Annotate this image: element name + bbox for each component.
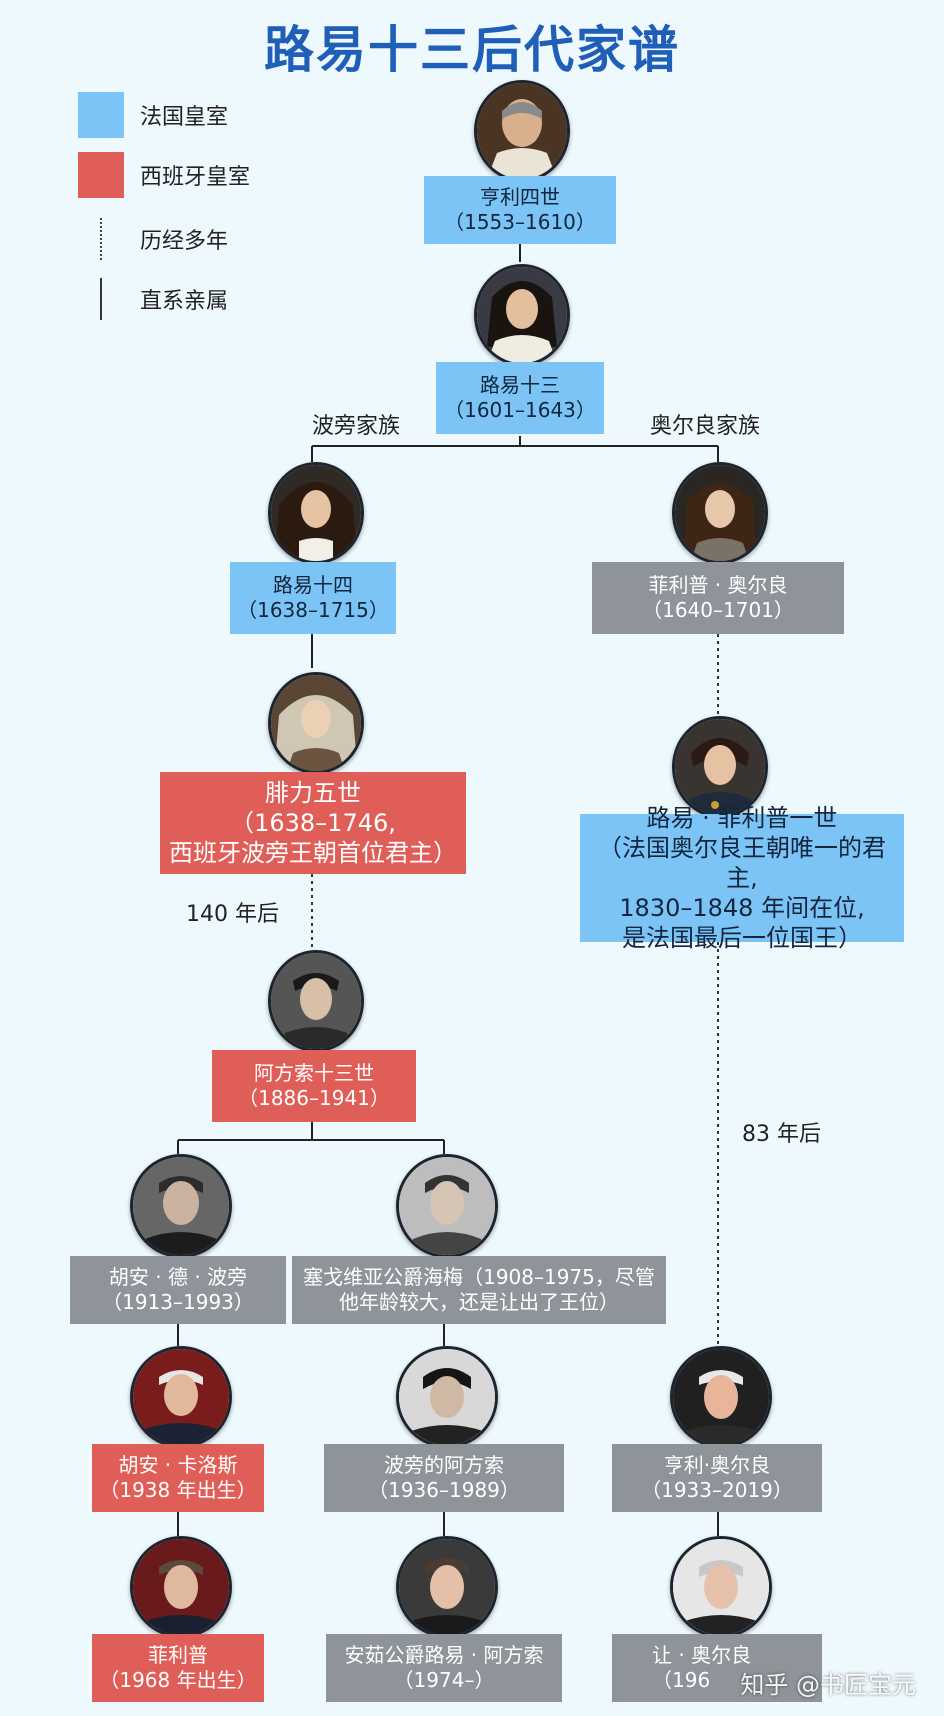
watermark: 知乎 @书匠宝元 bbox=[740, 1671, 916, 1699]
portrait-louis-alphonse bbox=[396, 1536, 498, 1638]
person-louis-philippe: 路易 · 菲利普一世 （法国奥尔良王朝唯一的君主, 1830–1848 年间在位… bbox=[580, 804, 904, 952]
portrait-jaime bbox=[396, 1154, 498, 1258]
legend-solid: 直系亲属 bbox=[78, 276, 228, 322]
portrait-henri-orleans bbox=[670, 1346, 772, 1448]
person-name: 胡安 · 卡洛斯 bbox=[118, 1453, 238, 1477]
portrait-felipe5 bbox=[268, 672, 364, 774]
portrait-juan bbox=[130, 1154, 232, 1258]
gap-note-left: 140 年后 bbox=[186, 902, 279, 927]
person-note: 是法国最后一位国王） bbox=[622, 924, 862, 952]
person-dates: （1933–2019） bbox=[641, 1478, 793, 1502]
portrait-alfonso13 bbox=[268, 950, 364, 1052]
person-felipe5: 腓力五世 （1638–1746, 西班牙波旁王朝首位君主） bbox=[160, 772, 466, 874]
person-juan-carlos: 胡安 · 卡洛斯 （1938 年出生） bbox=[92, 1444, 264, 1512]
family-label-bourbon: 波旁家族 bbox=[312, 414, 401, 439]
portrait-juan-carlos bbox=[130, 1346, 232, 1448]
person-dates: （196 bbox=[652, 1668, 711, 1692]
family-label-orleans: 奥尔良家族 bbox=[650, 414, 761, 439]
person-name: 安茹公爵路易 · 阿方索 bbox=[344, 1643, 544, 1667]
person-title: （法国奥尔良王朝唯一的君主, bbox=[598, 834, 886, 892]
person-jean-orleans: 让 · 奥尔良 （196 bbox=[612, 1634, 822, 1702]
person-name: 波旁的阿方索 bbox=[384, 1453, 504, 1477]
gap-note-right: 83 年后 bbox=[742, 1122, 821, 1147]
portrait-felipe bbox=[130, 1536, 232, 1638]
person-dates: （1886–1941） bbox=[238, 1086, 390, 1110]
person-felipe: 菲利普 （1968 年出生） bbox=[92, 1634, 264, 1702]
person-alfonso13: 阿方索十三世 （1886–1941） bbox=[212, 1050, 416, 1122]
legend-spanish: 西班牙皇室 bbox=[78, 152, 250, 198]
person-dates: （1638–1746, bbox=[230, 809, 396, 837]
person-name: 路易 · 菲利普一世 bbox=[646, 804, 838, 832]
person-name: 菲利普 · 奥尔良 bbox=[648, 573, 788, 597]
person-juan: 胡安 · 德 · 波旁 （1913–1993） bbox=[70, 1256, 286, 1324]
page-title: 路易十三后代家谱 bbox=[264, 21, 680, 79]
legend-swatch-spanish bbox=[78, 152, 124, 198]
person-alfonso-borbon: 波旁的阿方索 （1936–1989） bbox=[324, 1444, 564, 1512]
legend-label: 法国皇室 bbox=[140, 105, 229, 130]
portrait-louis14 bbox=[268, 462, 364, 564]
legend-dotted-line bbox=[78, 216, 124, 262]
person-louis14: 路易十四 （1638–1715） bbox=[230, 562, 396, 634]
person-dates: （1968 年出生） bbox=[99, 1668, 257, 1692]
portrait-philippe-orleans bbox=[672, 462, 768, 564]
person-philippe-orleans: 菲利普 · 奥尔良 （1640–1701） bbox=[592, 562, 844, 634]
legend-label: 西班牙皇室 bbox=[140, 165, 251, 190]
legend-dotted: 历经多年 bbox=[78, 216, 228, 262]
person-name: 路易十三 bbox=[480, 373, 560, 397]
person-name: 腓力五世 bbox=[265, 779, 361, 807]
person-dates: （1974–） bbox=[393, 1668, 495, 1692]
person-louis13: 路易十三 （1601–1643） bbox=[436, 362, 604, 434]
person-title: 西班牙波旁王朝首位君主） bbox=[169, 839, 457, 867]
person-dates: （1553–1610） bbox=[444, 210, 596, 234]
person-henri-orleans: 亨利·奥尔良 （1933–2019） bbox=[612, 1444, 822, 1512]
person-name: 菲利普 bbox=[148, 1643, 208, 1667]
person-henri4: 亨利四世 （1553–1610） bbox=[424, 176, 616, 244]
legend-label: 直系亲属 bbox=[140, 289, 229, 314]
person-dates: （1936–1989） bbox=[368, 1478, 520, 1502]
legend-label: 历经多年 bbox=[140, 229, 229, 254]
person-name: 亨利四世 bbox=[480, 185, 560, 209]
portrait-alfonso-borbon bbox=[396, 1346, 498, 1448]
person-louis-alphonse: 安茹公爵路易 · 阿方索 （1974–） bbox=[326, 1634, 562, 1702]
person-name: 路易十四 bbox=[273, 573, 353, 597]
person-name: 让 · 奥尔良 bbox=[652, 1643, 752, 1667]
person-note: 他年龄较大，还是让出了王位） bbox=[339, 1290, 619, 1314]
portrait-henri4 bbox=[474, 80, 570, 182]
legend-french: 法国皇室 bbox=[78, 92, 228, 138]
person-name: 胡安 · 德 · 波旁 bbox=[108, 1265, 248, 1289]
person-jaime: 塞戈维亚公爵海梅（1908–1975，尽管 他年龄较大，还是让出了王位） bbox=[292, 1256, 666, 1324]
person-name: 阿方索十三世 bbox=[254, 1061, 374, 1085]
person-dates: （1638–1715） bbox=[237, 598, 389, 622]
person-name: 亨利·奥尔良 bbox=[663, 1453, 771, 1477]
person-name: 塞戈维亚公爵海梅（1908–1975，尽管 bbox=[303, 1265, 655, 1289]
person-reign: 1830–1848 年间在位, bbox=[619, 894, 865, 922]
legend-solid-line bbox=[78, 276, 124, 322]
portrait-louis13 bbox=[474, 264, 570, 366]
legend-swatch-french bbox=[78, 92, 124, 138]
person-dates: （1938 年出生） bbox=[99, 1478, 257, 1502]
portrait-jean-orleans bbox=[670, 1536, 772, 1638]
person-dates: （1913–1993） bbox=[102, 1290, 254, 1314]
person-dates: （1601–1643） bbox=[444, 398, 596, 422]
person-dates: （1640–1701） bbox=[642, 598, 794, 622]
